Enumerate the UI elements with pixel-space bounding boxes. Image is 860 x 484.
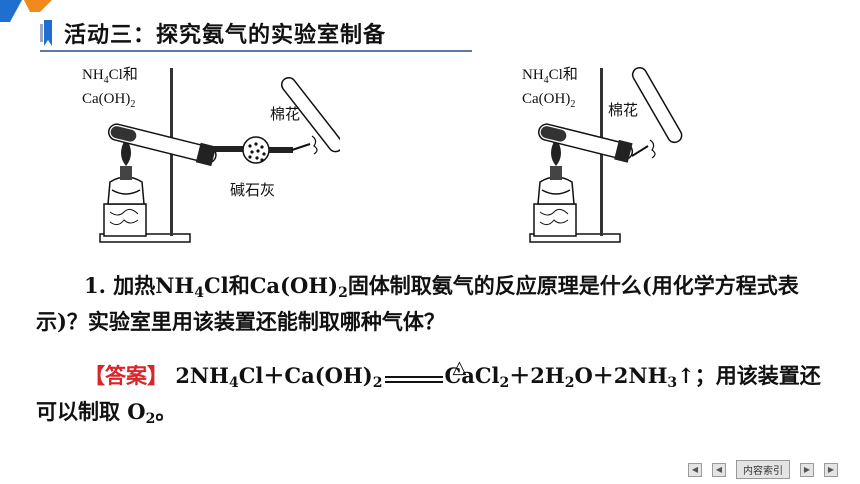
- slide-navigation: ◀ ◀ 内容索引 ▶ ▶: [688, 460, 838, 479]
- question-text: 1. 加热NH4Cl和Ca(OH)2固体制取氨气的反应原理是什么(用化学方程式表…: [36, 273, 799, 334]
- apparatus-right: NH4Cl和 Ca(OH)2 棉花: [520, 58, 720, 258]
- apparatus-right-drawing: [529, 66, 683, 243]
- last-page-button[interactable]: ▶: [824, 462, 838, 477]
- apparatus-left-drawing: [99, 68, 344, 243]
- page-title: 活动三：探究氨气的实验室制备: [64, 23, 387, 48]
- soda-lime-label: 碱石灰: [230, 183, 276, 199]
- prev-page-button[interactable]: ◀: [712, 462, 726, 477]
- first-page-button[interactable]: ◀: [688, 462, 702, 477]
- reagent-label-left: NH4Cl和 Ca(OH)2: [82, 67, 138, 110]
- heat-equals-sign: △: [384, 357, 466, 388]
- title-bookmark-icon: [40, 20, 52, 46]
- content-index-button[interactable]: 内容索引: [736, 460, 790, 479]
- cotton-label-left: 棉花: [270, 107, 301, 123]
- answer-tag: 【答案】: [84, 363, 168, 388]
- section-header: 活动三：探究氨气的实验室制备: [40, 18, 386, 48]
- answer-text: 【答案】 2NH4Cl＋Ca(OH)2△CaCl2＋2H2O＋2NH3↑；用该装…: [36, 356, 821, 427]
- cotton-label-right: 棉花: [608, 103, 639, 119]
- reagent-label-right: NH4Cl和 Ca(OH)2: [522, 67, 578, 110]
- next-page-button[interactable]: ▶: [800, 462, 814, 477]
- corner-decoration-icon: [0, 0, 52, 22]
- apparatus-left: NH4Cl和 Ca(OH)2 棉花 碱石灰: [80, 58, 344, 258]
- title-divider: [40, 50, 472, 52]
